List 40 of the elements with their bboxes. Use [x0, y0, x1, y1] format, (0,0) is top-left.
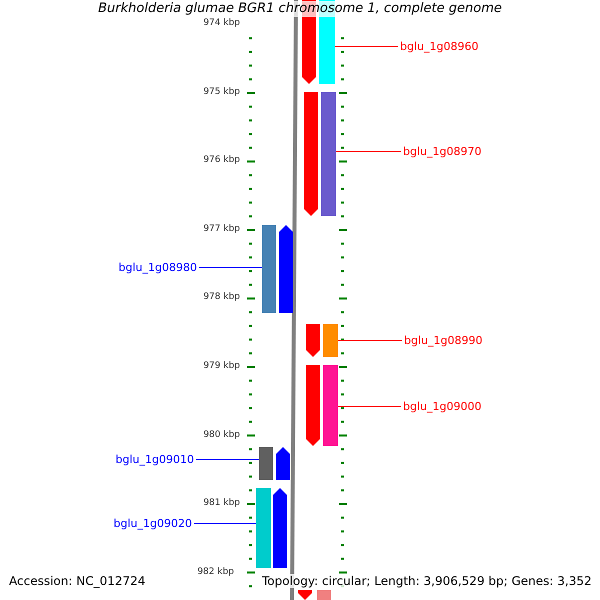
scale-label: 982 kbp — [197, 567, 234, 577]
pointed-gene-bar — [276, 447, 290, 480]
scale-label: 975 kbp — [203, 87, 240, 97]
gene-label: bglu_1g09000 — [403, 400, 482, 413]
gene-bar — [259, 447, 273, 480]
gene-bar — [323, 324, 338, 357]
leader-line — [196, 459, 260, 460]
gene-bar — [256, 488, 271, 568]
leader-line — [338, 340, 402, 341]
gene-label: bglu_1g09010 — [116, 453, 194, 466]
pointed-gene-bar — [298, 590, 312, 600]
leader-line — [198, 267, 262, 268]
pointed-gene-bar — [304, 92, 318, 216]
pointed-gene-bar — [306, 324, 320, 357]
scale-label: 980 kbp — [203, 430, 240, 440]
footer-text: Accession: NC_012724 — [9, 574, 146, 588]
pointed-gene-bar — [279, 225, 293, 313]
footer-text: Topology: circular; Length: 3,906,529 bp; Genes: 3,352 — [262, 574, 592, 588]
scale-label: 979 kbp — [203, 361, 240, 371]
leader-line — [334, 46, 398, 47]
gene-bar — [321, 92, 336, 216]
scale-label: 981 kbp — [203, 498, 240, 508]
pointed-gene-bar — [273, 488, 287, 568]
gene-label: bglu_1g08970 — [403, 145, 482, 158]
pointed-gene-bar — [306, 365, 320, 446]
leader-line — [194, 523, 256, 524]
gene-bar — [323, 365, 338, 446]
gene-label: bglu_1g08990 — [404, 334, 482, 347]
leader-line — [338, 406, 402, 407]
scale-label: 976 kbp — [203, 155, 240, 165]
gene-bar — [317, 590, 331, 600]
scale-label: 977 kbp — [203, 224, 240, 234]
gene-label: bglu_1g08960 — [400, 40, 478, 53]
leader-line — [336, 151, 402, 152]
gene-bar — [262, 225, 276, 313]
gene-label: bglu_1g08980 — [118, 261, 197, 274]
gene-label: bglu_1g09020 — [114, 517, 192, 530]
scale-label: 974 kbp — [203, 18, 240, 28]
title: Burkholderia glumae BGR1 chromosome 1, complete genome — [98, 1, 502, 17]
scale-label: 978 kbp — [203, 292, 240, 302]
